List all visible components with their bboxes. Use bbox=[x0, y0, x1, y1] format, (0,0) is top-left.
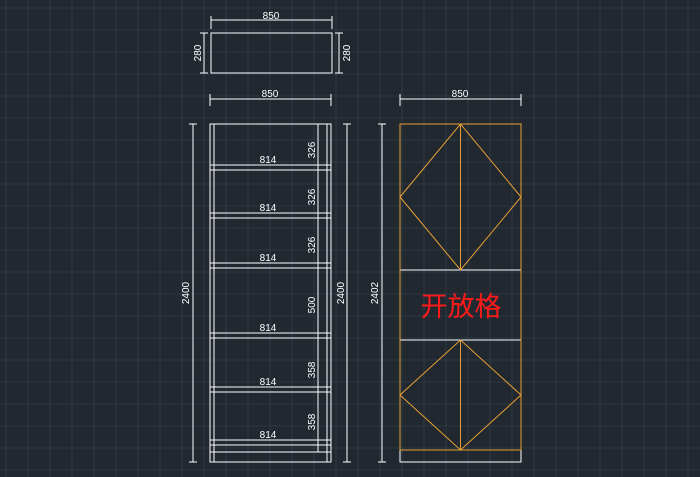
shelf-width-label: 814 bbox=[260, 155, 277, 166]
front-height-left-label: 2400 bbox=[181, 281, 192, 304]
compartment-height-label: 358 bbox=[307, 413, 318, 430]
front-outer-frame bbox=[209, 123, 332, 463]
top-depth-left-label: 280 bbox=[193, 44, 204, 61]
top-depth-right-label: 280 bbox=[342, 44, 353, 61]
shelf-board bbox=[209, 439, 332, 446]
shelf-board bbox=[209, 164, 332, 171]
shelf-board bbox=[209, 386, 332, 393]
front-height-right-label: 2400 bbox=[336, 281, 347, 304]
door-plinth bbox=[399, 449, 522, 463]
lower-door-diamond bbox=[399, 339, 522, 451]
top-width-label: 850 bbox=[263, 11, 280, 22]
shelf-width-label: 814 bbox=[260, 377, 277, 388]
compartment-height-label: 326 bbox=[307, 188, 318, 205]
door-width-label: 850 bbox=[452, 89, 469, 100]
shelf-width-label: 814 bbox=[260, 323, 277, 334]
shelf-width-label: 814 bbox=[260, 253, 277, 264]
compartment-height-label: 326 bbox=[307, 141, 318, 158]
upper-door-diamond bbox=[399, 123, 522, 271]
top-view-outline bbox=[210, 32, 333, 74]
front-view bbox=[189, 94, 351, 463]
compartment-height-label: 358 bbox=[307, 361, 318, 378]
shelf-board bbox=[209, 332, 332, 339]
door-view bbox=[378, 94, 522, 463]
compartment-height-label: 500 bbox=[307, 296, 318, 313]
open-section-label: 开放格 bbox=[421, 292, 502, 323]
compartment-height-label: 326 bbox=[307, 236, 318, 253]
shelf-board bbox=[209, 262, 332, 269]
front-width-label: 850 bbox=[262, 89, 279, 100]
top-view bbox=[200, 16, 343, 74]
front-view-labels: 814 326 814 326 814 326 814 500 814 358 814 358 bbox=[260, 141, 318, 441]
door-height-label: 2402 bbox=[370, 281, 381, 304]
shelf-width-label: 814 bbox=[260, 430, 277, 441]
shelf-width-label: 814 bbox=[260, 203, 277, 214]
shelf-board bbox=[209, 212, 332, 219]
shelf-boards bbox=[209, 164, 332, 446]
